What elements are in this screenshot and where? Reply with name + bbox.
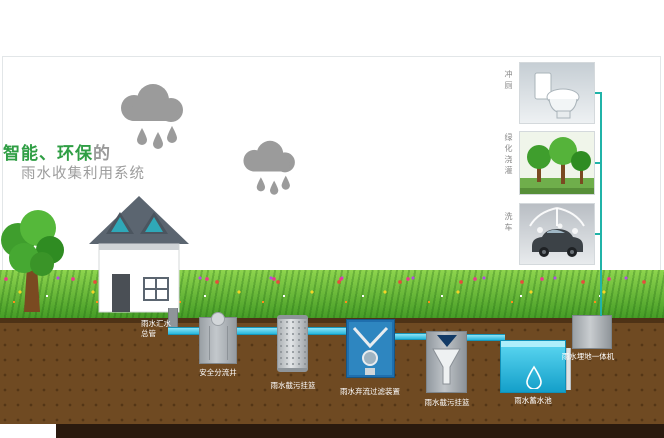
usage-image-toilet xyxy=(519,62,595,124)
usage-image-irrigation xyxy=(519,131,595,195)
house-icon xyxy=(89,196,189,313)
usage-label-irrigation: 绿化浇灌 xyxy=(504,133,513,177)
title-suffix: 的 xyxy=(93,144,111,164)
diversion-well-tank xyxy=(199,312,237,364)
machine-connection-pipe xyxy=(566,348,571,390)
bottom-dark-strip xyxy=(56,424,664,438)
interception-basket-2-tank xyxy=(426,331,467,393)
label-diversion-well: 安全分流井 xyxy=(199,368,237,377)
water-drop-icon xyxy=(526,365,542,389)
label-interception-basket-1: 雨水截污挂篮 xyxy=(270,381,316,390)
car-wash-icon xyxy=(520,204,594,264)
label-interception-basket-2: 雨水截污挂篮 xyxy=(424,398,470,407)
page-subtitle: 雨水收集利用系统 xyxy=(21,166,145,183)
title-highlight: 智能、环保 xyxy=(3,144,93,164)
tree-icon xyxy=(1,210,64,312)
filter-to-basket-pipe xyxy=(393,333,428,340)
interception-basket-1-cylinder xyxy=(277,315,308,372)
cloud-rain-icon xyxy=(121,84,183,149)
cloud-rain-icon xyxy=(243,140,295,195)
label-storage-tank: 雨水蓄水池 xyxy=(514,396,552,405)
connector-riser xyxy=(600,92,602,316)
well-seam xyxy=(227,326,228,360)
usage-image-carwash xyxy=(519,203,595,265)
title-block: 智能、环保的 雨水收集利用系统 xyxy=(3,144,145,183)
usage-label-carwash: 洗车 xyxy=(504,212,513,234)
greening-trees-icon xyxy=(520,132,594,194)
connector-toilet xyxy=(595,92,602,94)
storage-tank-pool xyxy=(500,340,566,393)
connector-irrigation xyxy=(595,162,602,164)
basket-to-pool-pipe xyxy=(465,334,505,341)
funnel-icon xyxy=(349,322,392,375)
well-seam xyxy=(209,326,210,360)
manhole-icon xyxy=(211,312,225,326)
label-filter-device: 雨水弃流过滤装置 xyxy=(340,387,400,396)
page-title: 智能、环保的 xyxy=(3,144,145,165)
label-main-pipe: 雨水汇水总管 xyxy=(141,319,171,339)
integrated-machine-box xyxy=(572,315,612,349)
toilet-icon xyxy=(520,63,594,123)
funnel-icon xyxy=(432,335,461,385)
main-collection-pipe xyxy=(168,327,355,335)
filter-device-box xyxy=(346,319,395,378)
usage-label-toilet: 冲厕 xyxy=(504,70,513,92)
connector-carwash xyxy=(595,233,602,235)
label-integrated-machine: 雨水埋地一体机 xyxy=(561,352,615,361)
house-downpipe xyxy=(168,308,178,332)
